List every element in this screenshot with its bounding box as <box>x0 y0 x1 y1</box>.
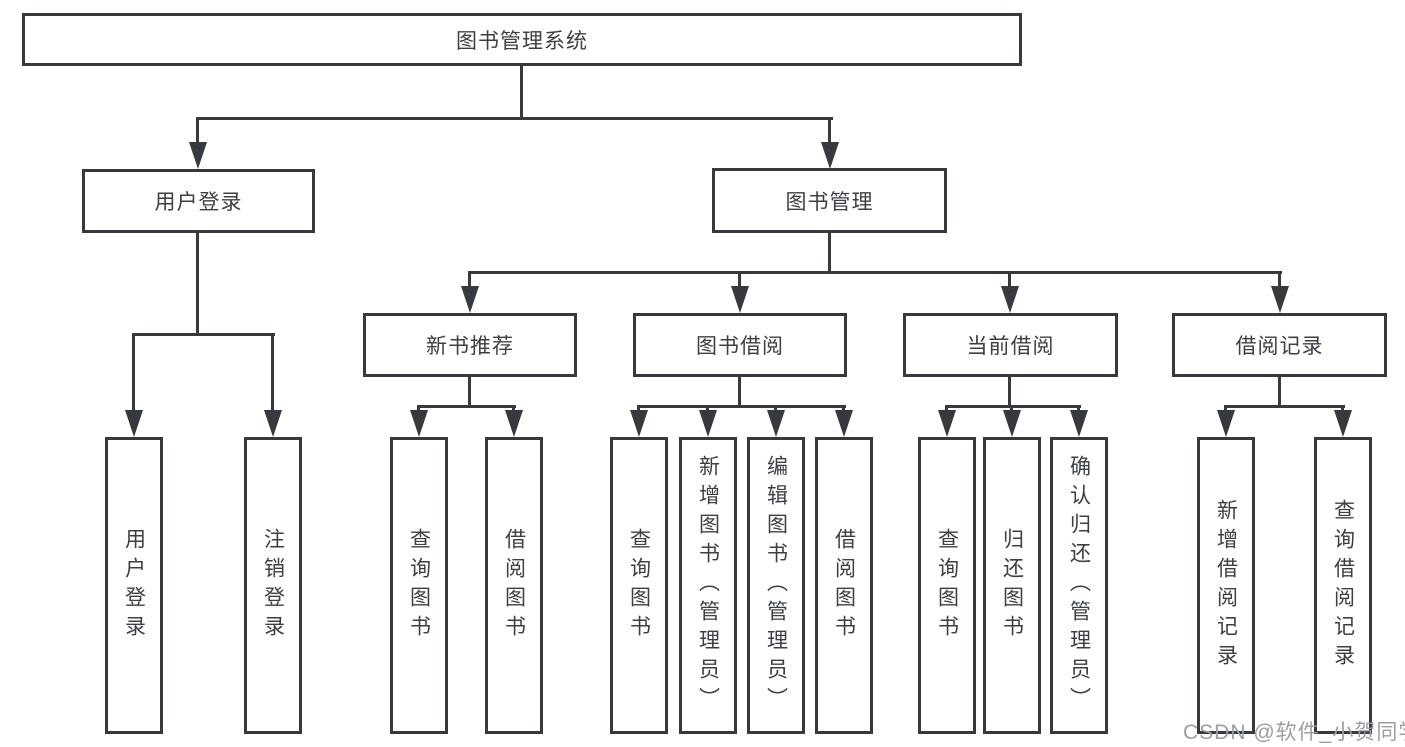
node-user-login: 用户登录 <box>82 169 315 233</box>
arrowhead-down-icon <box>1271 286 1289 313</box>
leaf-borrow-book: 借阅图书 <box>485 437 543 734</box>
line-segment <box>1278 377 1281 408</box>
line-segment <box>468 271 471 292</box>
node-root-library-system: 图书管理系统 <box>22 13 1022 66</box>
line-segment <box>512 405 515 414</box>
line-segment <box>945 405 1081 408</box>
leaf-add-borrow-record: 新增借阅记录 <box>1197 437 1255 734</box>
leaf-label: 用户登录 <box>122 527 146 644</box>
line-segment <box>1077 405 1080 414</box>
node-new-book-recommend: 新书推荐 <box>363 313 577 377</box>
line-segment <box>1341 405 1344 414</box>
leaf-user-login: 用户登录 <box>105 437 163 734</box>
leaf-query-borrow-record: 查询借阅记录 <box>1314 437 1372 734</box>
line-segment <box>196 117 833 120</box>
line-segment <box>828 233 831 274</box>
leaf-borrow-book: 借阅图书 <box>815 437 873 734</box>
leaf-edit-book-admin: 编辑图书（管理员） <box>747 437 805 734</box>
line-segment <box>637 405 640 414</box>
leaf-label: 编辑图书（管理员） <box>764 455 788 716</box>
arrowhead-down-icon <box>410 410 428 437</box>
line-segment <box>1278 271 1281 292</box>
leaf-label: 新增图书（管理员） <box>696 455 720 716</box>
line-segment <box>196 117 199 145</box>
arrowhead-down-icon <box>1070 410 1088 437</box>
leaf-logout: 注销登录 <box>244 437 302 734</box>
leaf-label: 查询图书 <box>407 527 431 644</box>
line-segment <box>1224 405 1345 408</box>
arrowhead-down-icon <box>1003 410 1021 437</box>
node-book-management: 图书管理 <box>712 168 947 233</box>
line-segment <box>637 405 846 408</box>
node-book-borrow: 图书借阅 <box>633 313 847 377</box>
arrowhead-down-icon <box>630 410 648 437</box>
line-segment <box>196 232 199 336</box>
leaf-query-book: 查询图书 <box>610 437 668 734</box>
leaf-label: 查询借阅记录 <box>1331 498 1355 673</box>
line-segment <box>828 117 831 145</box>
leaf-confirm-return-admin: 确认归还（管理员） <box>1050 437 1108 734</box>
leaf-label: 查询图书 <box>935 527 959 644</box>
arrowhead-down-icon <box>1334 410 1352 437</box>
leaf-label: 借阅图书 <box>502 527 526 644</box>
line-segment <box>1008 377 1011 408</box>
leaf-query-book: 查询图书 <box>918 437 976 734</box>
arrowhead-down-icon <box>699 410 717 437</box>
line-segment <box>842 405 845 414</box>
arrowhead-down-icon <box>1217 410 1235 437</box>
leaf-label: 查询图书 <box>627 527 651 644</box>
line-segment <box>468 271 1282 274</box>
leaf-return-book: 归还图书 <box>983 437 1041 734</box>
node-borrow-records: 借阅记录 <box>1172 313 1387 377</box>
leaf-add-book-admin: 新增图书（管理员） <box>679 437 737 734</box>
arrowhead-down-icon <box>264 410 282 437</box>
line-segment <box>738 377 741 408</box>
leaf-label: 确认归还（管理员） <box>1067 455 1091 716</box>
line-segment <box>774 405 777 414</box>
leaf-label: 借阅图书 <box>832 527 856 644</box>
line-segment <box>417 405 516 408</box>
csdn-watermark: CSDN @软件_小贺同学 <box>1183 721 1405 744</box>
arrowhead-down-icon <box>1001 286 1019 313</box>
line-segment <box>132 333 275 336</box>
line-segment <box>1224 405 1227 414</box>
arrowhead-down-icon <box>189 142 207 169</box>
line-segment <box>271 333 274 413</box>
arrowhead-down-icon <box>821 142 839 169</box>
arrowhead-down-icon <box>505 410 523 437</box>
arrowhead-down-icon <box>835 410 853 437</box>
leaf-label: 归还图书 <box>1000 527 1024 644</box>
leaf-label: 新增借阅记录 <box>1214 498 1238 673</box>
line-segment <box>1010 405 1013 414</box>
leaf-label: 注销登录 <box>261 527 285 644</box>
leaf-query-book: 查询图书 <box>390 437 448 734</box>
line-segment <box>132 333 135 413</box>
arrowhead-down-icon <box>125 410 143 437</box>
line-segment <box>738 271 741 292</box>
line-segment <box>706 405 709 414</box>
arrowhead-down-icon <box>731 286 749 313</box>
arrowhead-down-icon <box>767 410 785 437</box>
arrowhead-down-icon <box>938 410 956 437</box>
line-segment <box>945 405 948 414</box>
line-segment <box>417 405 420 414</box>
line-segment <box>468 377 471 408</box>
node-current-borrow: 当前借阅 <box>903 313 1118 377</box>
line-segment <box>520 66 523 120</box>
line-segment <box>1008 271 1011 292</box>
arrowhead-down-icon <box>461 286 479 313</box>
